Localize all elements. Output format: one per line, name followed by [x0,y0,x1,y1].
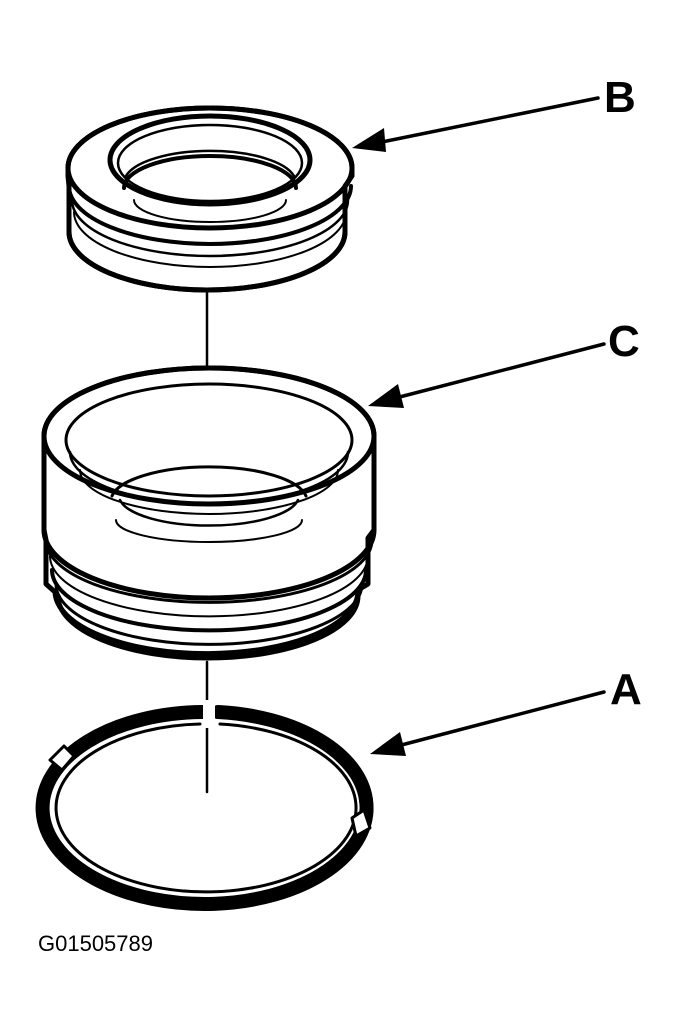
part-a-snap-ring [35,700,374,911]
callout-arrow-b [352,96,600,152]
callout-label-b: B [604,73,636,122]
part-b-seal [65,105,355,293]
figure-id: G01505789 [38,931,153,956]
callout-arrow-c [368,342,606,408]
callout-arrow-a [370,690,606,756]
callout-label-c: C [608,317,640,366]
part-c-piston [41,365,377,661]
callout-label-a: A [610,665,642,714]
